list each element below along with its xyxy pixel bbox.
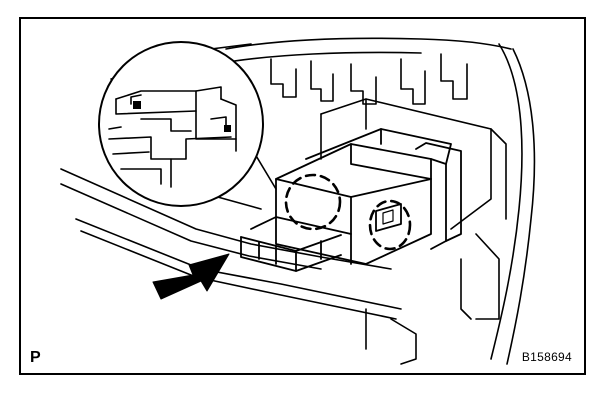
technical-illustration xyxy=(60,37,536,365)
callout-magnifier-circle xyxy=(98,41,277,210)
claw-highlight-circle-right xyxy=(368,199,412,251)
figure-id: B158694 xyxy=(521,350,572,364)
dashboard-panel xyxy=(60,37,536,365)
diagram-frame: P B158694 xyxy=(19,17,586,375)
switch-connector xyxy=(240,128,462,272)
view-letter: P xyxy=(30,349,41,366)
claw-highlight-circle-left xyxy=(284,173,342,231)
push-direction-arrow-icon xyxy=(152,253,230,300)
